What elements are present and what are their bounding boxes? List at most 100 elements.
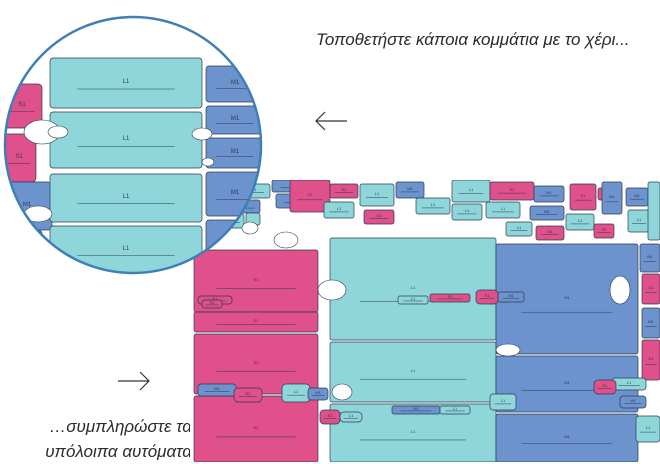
large-piece: L1	[359, 183, 395, 207]
small-piece: S1	[475, 289, 499, 305]
piece-label: L1	[453, 406, 458, 411]
large-piece: L1	[485, 201, 521, 219]
piece-label: L1	[337, 206, 342, 211]
piece-label: S1	[210, 300, 216, 305]
medium-piece: M1	[625, 187, 649, 207]
large-piece: L1	[49, 173, 203, 223]
piece-label: M1	[214, 386, 220, 391]
piece-label: L1	[123, 246, 130, 252]
piece-label: L1	[578, 218, 583, 223]
piece-label: L1	[375, 191, 380, 196]
small-piece: S1	[5, 229, 43, 273]
small-piece: S1	[535, 225, 565, 241]
large-piece: L1	[329, 341, 497, 403]
large-piece: L1	[505, 221, 533, 237]
piece-label: S1	[18, 102, 26, 108]
small-piece: S1	[641, 339, 660, 381]
gap-cutout	[609, 275, 631, 305]
piece-label: M1	[413, 406, 419, 411]
piece-label: S1	[213, 296, 219, 301]
small-piece: S1	[593, 379, 617, 395]
piece-label: S1	[649, 285, 655, 290]
piece-label: S1	[18, 249, 26, 255]
zoom-circle-border	[3, 15, 263, 275]
piece-label: L1	[123, 136, 130, 142]
gap-cutout	[201, 157, 215, 167]
piece-label: L1	[411, 296, 416, 301]
piece-label: L1	[411, 285, 416, 290]
piece-label: L1	[646, 425, 651, 430]
piece-label: L1	[637, 217, 642, 222]
piece-label: S1	[510, 187, 516, 192]
small-piece: S1	[363, 209, 395, 225]
large-piece: L1	[451, 180, 491, 203]
large-piece: L1	[329, 237, 497, 341]
small-piece: S1	[593, 223, 615, 239]
piece-label: M1	[647, 254, 653, 259]
gap-cutout	[47, 125, 69, 139]
piece-label: M1	[564, 295, 570, 300]
piece-label: S1	[649, 356, 655, 361]
medium-piece: M1	[619, 395, 647, 409]
medium-piece: M1	[533, 185, 565, 203]
piece-label: L1	[411, 429, 416, 434]
gap-cutout	[495, 343, 521, 357]
piece-label: S1	[548, 229, 554, 234]
piece-label: L1	[465, 208, 470, 213]
piece-label: L1	[501, 206, 506, 211]
gap-cutout	[331, 383, 353, 401]
piece-label: S1	[254, 318, 260, 323]
medium-piece: M1	[639, 243, 660, 273]
large-piece: L1	[635, 415, 660, 443]
large-piece: L1	[627, 209, 651, 233]
piece-label: S1	[448, 294, 454, 299]
piece-label: S1	[308, 192, 314, 197]
piece-label: M1	[609, 194, 615, 199]
piece-label: L1	[469, 187, 474, 192]
piece-label: M1	[231, 116, 240, 122]
right-arrow-icon	[118, 371, 150, 391]
piece-label: S1	[254, 425, 260, 430]
small-piece: S1	[201, 299, 223, 309]
small-piece: S1	[489, 181, 535, 201]
medium-piece: M1	[205, 219, 261, 261]
piece-label: L1	[501, 398, 506, 403]
piece-label: M1	[564, 380, 570, 385]
piece-label: S1	[246, 391, 252, 396]
large-piece: L1	[211, 261, 261, 273]
piece-label: M1	[544, 209, 550, 214]
piece-label: L1	[411, 368, 416, 373]
piece-label: M1	[564, 434, 570, 439]
piece-label: S1	[342, 187, 348, 192]
small-piece: S1	[193, 395, 319, 462]
piece-label: S1	[602, 227, 608, 232]
gap-cutout	[191, 127, 213, 141]
large-piece: L1	[489, 393, 517, 411]
piece-label: L1	[349, 413, 354, 418]
large-piece	[647, 181, 660, 241]
piece-label: M1	[508, 293, 514, 298]
piece-label: S1	[328, 413, 334, 418]
piece-label: M1	[634, 193, 640, 198]
large-piece: L1	[49, 57, 203, 109]
manual-placement-caption: Τοποθετήστε κάποια κομμάτια με το χέρι..…	[316, 30, 630, 49]
piece-label: M1	[231, 80, 240, 86]
small-piece: S1	[233, 387, 263, 403]
piece-label: S1	[254, 360, 260, 365]
large-piece: L1	[281, 383, 311, 403]
large-piece: L1	[611, 377, 647, 391]
gap-cutout	[273, 231, 299, 249]
piece-label: S1	[15, 154, 23, 160]
piece-label: L1	[627, 380, 632, 385]
large-piece: L1	[339, 411, 363, 423]
small-piece: S1	[429, 293, 471, 303]
large-piece: L1	[451, 203, 483, 221]
small-piece: S1	[193, 311, 319, 333]
piece-label: S1	[485, 293, 491, 298]
small-piece: S1	[569, 183, 597, 211]
medium-piece: M1	[391, 405, 441, 415]
medium-piece: M1	[529, 205, 565, 221]
piece-label: S1	[254, 277, 260, 282]
large-piece: L1	[49, 225, 203, 273]
